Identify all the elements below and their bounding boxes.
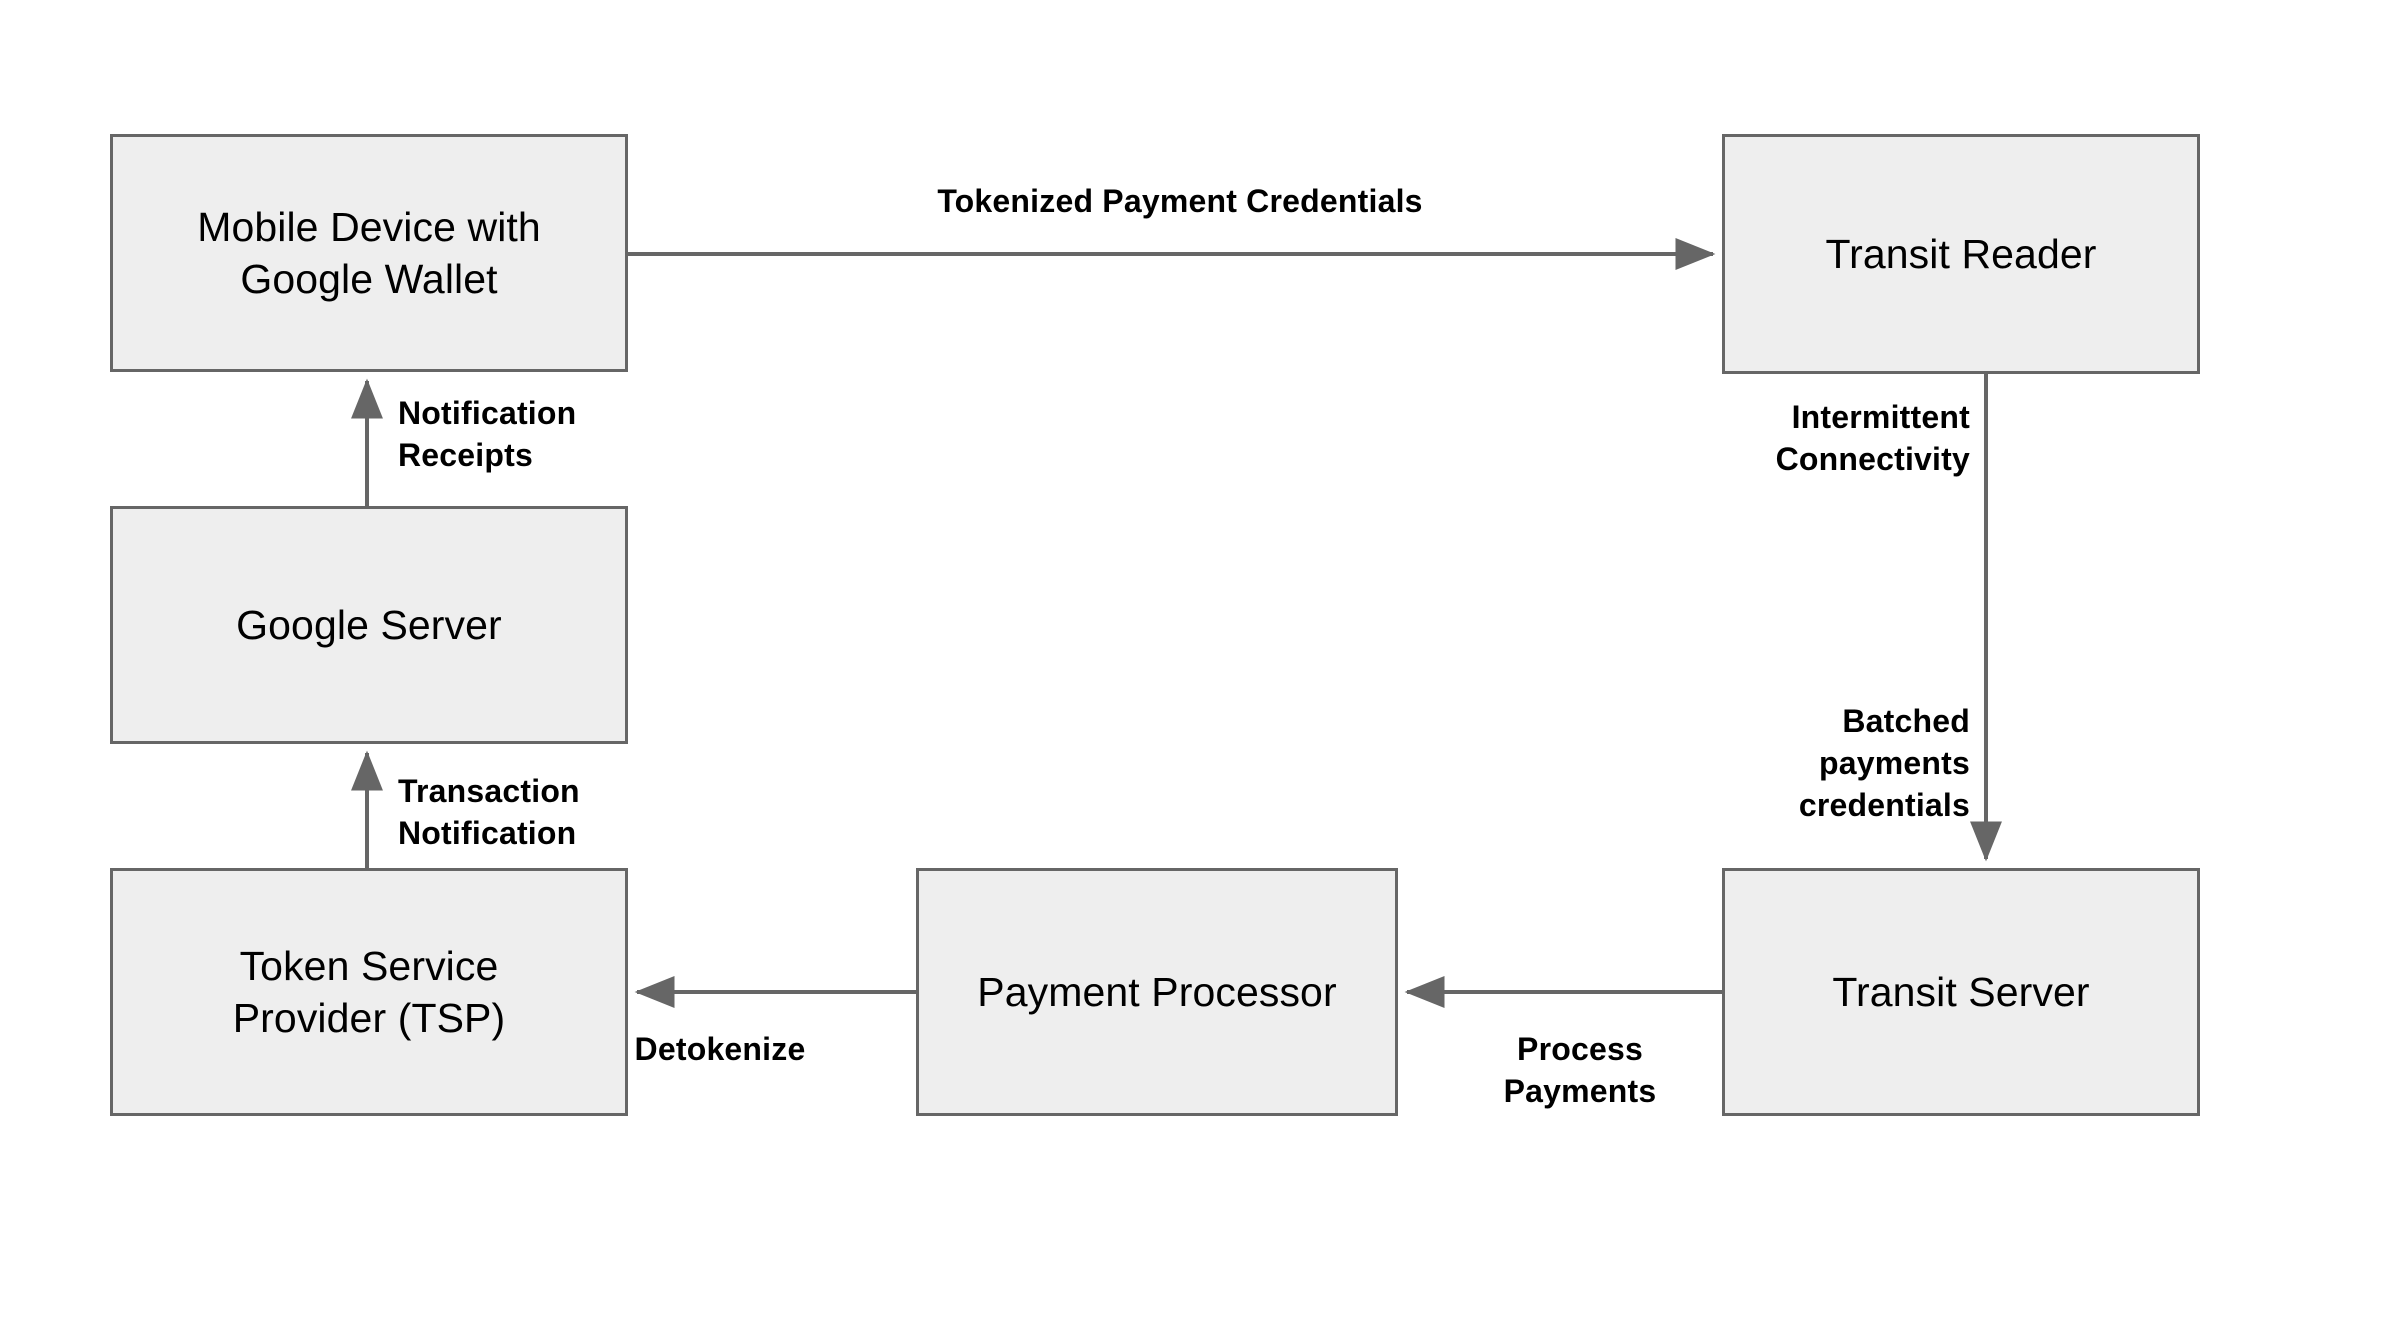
node-token-service-provider[interactable]: Token Service Provider (TSP) xyxy=(110,868,628,1116)
edge-label-tokenized-payment-credentials: Tokenized Payment Credentials xyxy=(937,183,1423,219)
node-mobile-device-label: Mobile Device with Google Wallet xyxy=(197,203,541,302)
node-transit-reader[interactable]: Transit Reader xyxy=(1722,134,2200,374)
node-google-server[interactable]: Google Server xyxy=(110,506,628,744)
node-token-service-provider-label: Token Service Provider (TSP) xyxy=(232,942,506,1041)
edge-label-notification-receipts: Notification Receipts xyxy=(398,395,577,474)
node-transit-server-label: Transit Server xyxy=(1832,968,2090,1015)
node-payment-processor[interactable]: Payment Processor xyxy=(916,868,1398,1116)
node-mobile-device[interactable]: Mobile Device with Google Wallet xyxy=(110,134,628,372)
node-transit-reader-label: Transit Reader xyxy=(1825,230,2097,277)
node-google-server-label: Google Server xyxy=(236,601,502,648)
edge-label-batched-payments-credentials: Batched payments credentials xyxy=(1798,703,1970,824)
edge-label-transaction-notification: Transaction Notification xyxy=(398,773,580,852)
edge-label-detokenize: Detokenize xyxy=(634,1031,806,1067)
edge-label-intermittent-connectivity: Intermittent Connectivity xyxy=(1775,399,1970,478)
edge-label-process-payments: Process Payments xyxy=(1503,1031,1657,1110)
node-transit-server[interactable]: Transit Server xyxy=(1722,868,2200,1116)
node-payment-processor-label: Payment Processor xyxy=(977,968,1337,1015)
